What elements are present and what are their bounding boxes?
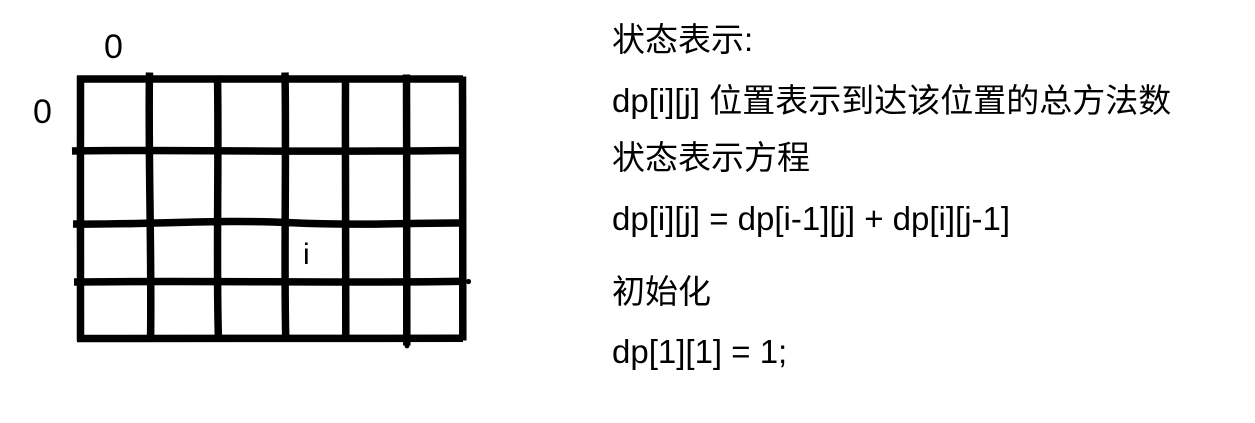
note-initialization-heading: 初始化 bbox=[612, 273, 711, 310]
ink-dot bbox=[465, 278, 472, 285]
grid-line-h bbox=[76, 74, 464, 84]
notes-panel: 状态表示: dp[i][j] 位置表示到达该位置的总方法数 状态表示方程 dp[… bbox=[612, 0, 1252, 423]
grid-line-v bbox=[145, 72, 155, 342]
grid-line-v bbox=[281, 72, 290, 341]
grid-drawing bbox=[71, 72, 472, 349]
note-initialization-code: dp[1][1] = 1; bbox=[612, 333, 788, 370]
note-transition-equation: dp[i][j] = dp[i-1][j] + dp[i][j-1] bbox=[612, 200, 1011, 237]
grid-row-zero-label: 0 bbox=[33, 93, 52, 131]
grid-line-v bbox=[341, 75, 350, 341]
grid-line-h bbox=[72, 217, 464, 228]
grid-stray-marks bbox=[404, 278, 472, 349]
dp-grid-diagram: 0 0 i bbox=[0, 0, 540, 423]
grid-vertical-lines bbox=[76, 72, 467, 346]
grid-line-h bbox=[71, 146, 464, 155]
grid-col-zero-label: 0 bbox=[104, 28, 123, 66]
note-transition-equation-heading: 状态表示方程 bbox=[612, 139, 810, 176]
note-state-representation-text: dp[i][j] 位置表示到达该位置的总方法数 bbox=[612, 82, 1172, 119]
ink-dot bbox=[404, 343, 410, 349]
grid-line-v bbox=[213, 75, 223, 341]
grid-cell-i-label: i bbox=[303, 238, 310, 271]
note-state-representation-heading: 状态表示: bbox=[612, 21, 754, 58]
grid-line-h bbox=[73, 277, 467, 286]
